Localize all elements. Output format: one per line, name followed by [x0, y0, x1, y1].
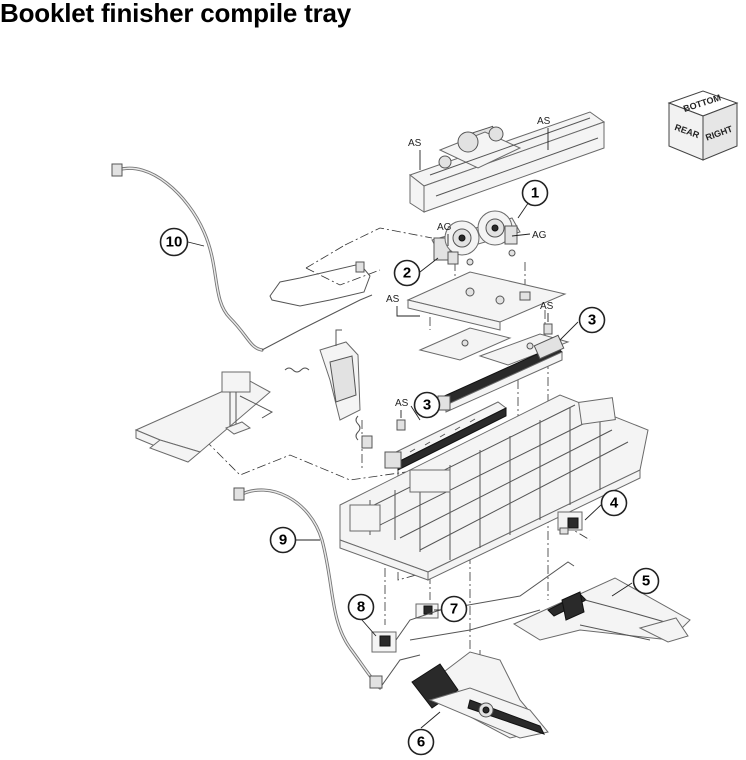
callout-4: 4 — [600, 489, 628, 517]
callout-number: 2 — [403, 265, 411, 282]
side-guide-bracket — [134, 371, 274, 463]
sensor-4 — [557, 511, 583, 535]
callout-2: 2 — [393, 259, 421, 287]
tag-as-top-left: AS — [408, 138, 422, 170]
actuator-6 — [411, 651, 549, 739]
top-gear-bracket — [408, 111, 606, 213]
tag-as: AS — [408, 138, 422, 149]
page-title: Booklet finisher compile tray — [0, 0, 352, 28]
callout-number: 10 — [166, 234, 183, 251]
sensor-7 — [415, 603, 439, 619]
motor-assembly — [431, 210, 521, 266]
bushing-right — [543, 323, 553, 335]
callout-number: 3 — [423, 397, 431, 414]
tag-as: AS — [386, 294, 400, 305]
tag-as: AS — [540, 301, 554, 312]
spring-lower — [355, 415, 361, 441]
mounting-plates — [406, 271, 570, 366]
bushing-left — [396, 419, 406, 431]
compile-tray — [339, 394, 649, 581]
callout-3-upper: 3 — [578, 306, 606, 334]
spring-upper — [284, 367, 310, 373]
callout-5: 5 — [632, 567, 660, 595]
lower-rail — [384, 401, 507, 471]
tag-as-mid-right: AS — [540, 301, 554, 322]
callout-number: 6 — [417, 734, 425, 751]
callout-number: 1 — [531, 185, 539, 202]
callout-number: 4 — [610, 495, 619, 512]
tag-as: AS — [395, 398, 409, 409]
spring-holder — [361, 435, 373, 449]
tag-ag: AG — [437, 222, 452, 233]
callout-number: 3 — [588, 312, 596, 329]
tag-ag: AG — [532, 230, 547, 241]
tag-as: AS — [537, 116, 551, 127]
callout-number: 8 — [357, 599, 365, 616]
callout-10: 10 — [159, 227, 189, 257]
upper-rail — [437, 334, 565, 413]
callout-leaders — [187, 192, 633, 729]
actuator-5 — [512, 577, 691, 643]
callout-3-lower: 3 — [413, 391, 441, 419]
center-bracket — [319, 329, 361, 421]
tag-ag-left: AG — [437, 222, 452, 246]
tag-ag-right: AG — [511, 230, 547, 241]
tag-as-lower: AS — [395, 398, 409, 418]
tag-as-mid-left: AS — [386, 294, 420, 317]
callout-number: 9 — [279, 532, 287, 549]
orientation-cube: BOTTOM REAR RIGHT — [667, 90, 739, 161]
tag-as-top-right: AS — [537, 116, 551, 150]
callout-6: 6 — [407, 728, 435, 756]
callout-9: 9 — [269, 526, 297, 554]
sensor-8 — [371, 631, 397, 653]
cable-10 — [111, 163, 373, 352]
callout-number: 7 — [450, 601, 458, 618]
callout-number: 5 — [642, 573, 650, 590]
callout-7: 7 — [440, 595, 468, 623]
sensor-harness — [395, 561, 575, 641]
callout-1: 1 — [521, 179, 549, 207]
cable-9 — [233, 487, 421, 690]
callout-8: 8 — [347, 593, 375, 621]
